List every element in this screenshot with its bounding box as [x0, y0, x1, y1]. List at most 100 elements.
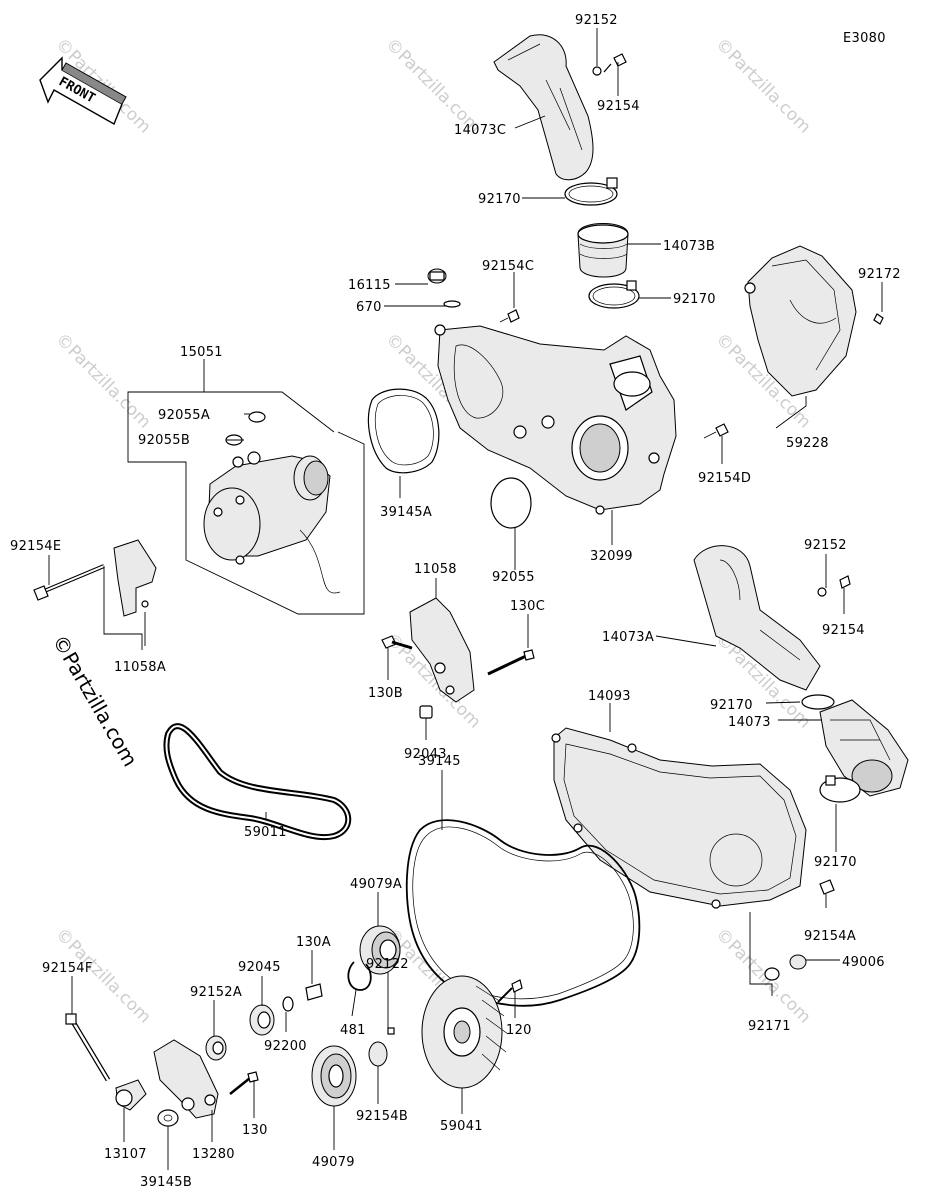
label-670: 670 [356, 300, 382, 315]
clamp-92170-d [819, 775, 861, 803]
label-59228: 59228 [786, 436, 829, 451]
bolt-92154-top [603, 53, 627, 73]
bearing-92152a [205, 1035, 227, 1061]
label-92154b: 92154B [356, 1109, 408, 1124]
bolt-92154f [65, 1013, 111, 1082]
housing-32099 [434, 324, 677, 515]
washer-92200 [282, 996, 294, 1012]
label-92171: 92171 [748, 1019, 791, 1034]
label-92152a: 92152A [190, 985, 242, 1000]
clamp-92170-c [801, 694, 835, 710]
label-49079: 49079 [312, 1155, 355, 1170]
label-14073c: 14073C [454, 123, 506, 138]
gasket-39145 [405, 819, 641, 1007]
watermark: ©Partzilla.com [711, 924, 814, 1027]
label-39145b: 39145B [140, 1175, 192, 1190]
clutch-49079 [311, 1045, 357, 1107]
nut-92152-mid [817, 587, 827, 597]
cap-16115 [427, 268, 447, 284]
bolt-92172 [873, 313, 884, 325]
watermark: ©Partzilla.com [711, 34, 814, 137]
pulley-59041 [421, 975, 509, 1089]
label-92055b: 92055B [138, 433, 190, 448]
label-130a: 130A [296, 935, 331, 950]
watermark: ©Partzilla.com [51, 329, 154, 432]
bearing-92045 [249, 1004, 275, 1036]
bracket-11058 [409, 597, 475, 703]
bolt-120 [497, 979, 523, 1003]
sleeve-14073b [577, 223, 629, 278]
label-15051: 15051 [180, 345, 223, 360]
oring-670 [443, 300, 461, 308]
label-92154c: 92154C [482, 259, 534, 274]
collar-13107 [115, 1079, 147, 1111]
label-92055a: 92055A [158, 408, 210, 423]
label-14073b: 14073B [663, 239, 715, 254]
label-120: 120 [506, 1023, 532, 1038]
label-92152-top: 92152 [575, 13, 618, 28]
label-92154-mid: 92154 [822, 623, 865, 638]
clip-92171 [764, 967, 780, 981]
clamp-92170-b [588, 280, 640, 309]
label-11058: 11058 [414, 562, 457, 577]
label-92170-d: 92170 [814, 855, 857, 870]
bolt-130b [381, 635, 413, 650]
label-13107: 13107 [104, 1147, 147, 1162]
duct-14073 [819, 699, 909, 797]
label-16115: 16115 [348, 278, 391, 293]
label-14093: 14093 [588, 689, 631, 704]
bolt-92154c [499, 309, 520, 323]
label-14073: 14073 [728, 715, 771, 730]
label-14073a: 14073A [602, 630, 654, 645]
label-130b: 130B [368, 686, 403, 701]
label-92154d: 92154D [698, 471, 751, 486]
label-92170-c: 92170 [710, 698, 753, 713]
label-59041: 59041 [440, 1119, 483, 1134]
plug-49006 [789, 954, 807, 970]
label-92154-top: 92154 [597, 99, 640, 114]
pin-92122 [387, 1027, 395, 1035]
collar-92043 [419, 705, 433, 719]
label-39145: 39145 [418, 754, 461, 769]
bolt-92154-mid [839, 575, 851, 589]
oring-92055a [248, 411, 266, 423]
label-481: 481 [340, 1023, 366, 1038]
label-92154f: 92154F [42, 961, 93, 976]
diagram-code: E3080 [843, 31, 886, 46]
label-11058a: 11058A [114, 660, 166, 675]
label-59011: 59011 [244, 825, 287, 840]
nut-92154b [368, 1041, 388, 1067]
label-92055: 92055 [492, 570, 535, 585]
bolt-130a [305, 983, 323, 1001]
label-92154a: 92154A [804, 929, 856, 944]
label-49079a: 49079A [350, 877, 402, 892]
bolt-130 [229, 1071, 259, 1095]
label-92170-b: 92170 [673, 292, 716, 307]
bolt-92154e [33, 564, 105, 601]
nut-92152-top [592, 66, 602, 76]
gasket-39145a [367, 388, 440, 474]
watermark-large: ©Partzilla.com [48, 631, 143, 771]
label-92170-a: 92170 [478, 192, 521, 207]
label-92152-mid: 92152 [804, 538, 847, 553]
oring-92055 [490, 477, 532, 529]
label-92200: 92200 [264, 1039, 307, 1054]
label-49006: 49006 [842, 955, 885, 970]
label-92154e: 92154E [10, 539, 61, 554]
label-130: 130 [242, 1123, 268, 1138]
tensioner-13280 [153, 1039, 219, 1119]
label-32099: 32099 [590, 549, 633, 564]
circlip-481 [347, 961, 372, 991]
clamp-92170-a [564, 177, 618, 206]
label-39145a: 39145A [380, 505, 432, 520]
part-labels: 92152 92154 14073C 92170 14073B 92170 16… [10, 13, 901, 1190]
bearing-49079a [359, 925, 401, 975]
label-92172: 92172 [858, 267, 901, 282]
label-92043: 92043 [404, 747, 447, 762]
duct-14073a [693, 545, 821, 691]
label-130c: 130C [510, 599, 545, 614]
bolt-130c [487, 649, 535, 676]
label-92045: 92045 [238, 960, 281, 975]
cover-59228 [744, 245, 857, 397]
